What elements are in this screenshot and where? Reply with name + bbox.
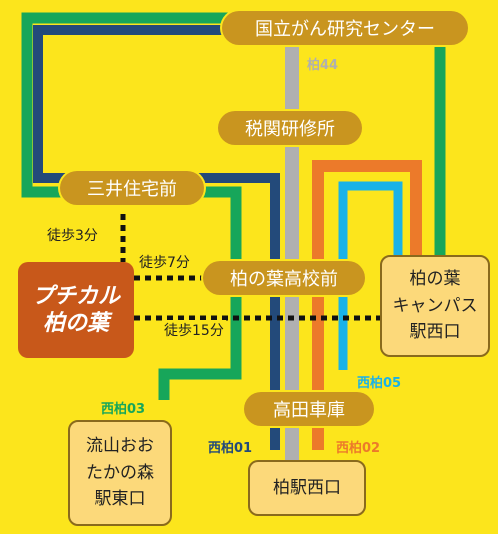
stop-national-cancer-center[interactable]: 国立がん研究センター bbox=[222, 11, 468, 45]
label-route-nishi02: 西柏02 bbox=[336, 441, 381, 456]
puchikaru-kashiwanoha-logo: プチカル 柏の葉 bbox=[18, 262, 134, 358]
terminal-nagareyama-otakanomori[interactable]: 流山おお たかの森 駅東口 bbox=[68, 420, 172, 526]
stop-takada-shako[interactable]: 高田車庫 bbox=[244, 392, 374, 426]
route-nishi02-line bbox=[312, 160, 422, 450]
logo-line2: 柏の葉 bbox=[42, 311, 109, 336]
terminal-otaka-line2: たかの森 bbox=[86, 462, 154, 483]
label-route-nishi05: 西柏05 bbox=[357, 376, 402, 391]
label-walk-3min: 徒歩3分 bbox=[45, 225, 100, 245]
terminal-kashiwanoha-campus[interactable]: 柏の葉 キャンパス 駅西口 bbox=[380, 255, 490, 357]
logo-line1: プチカル bbox=[31, 283, 120, 309]
stop-zeikan-kenshujo[interactable]: 税関研修所 bbox=[218, 111, 362, 145]
terminal-campus-line3: 駅西口 bbox=[409, 322, 461, 343]
label-route-nishi03: 西柏03 bbox=[101, 402, 146, 417]
label-walk-7min: 徒歩7分 bbox=[137, 252, 192, 272]
label-route-nishi01: 西柏01 bbox=[208, 441, 253, 456]
terminal-otaka-line3: 駅東口 bbox=[94, 489, 146, 510]
terminal-campus-line2: キャンパス bbox=[392, 295, 478, 316]
label-walk-15min: 徒歩15分 bbox=[162, 320, 226, 340]
terminal-otaka-line1: 流山おお bbox=[86, 436, 154, 457]
stop-mitsui-jutaku-mae[interactable]: 三井住宅前 bbox=[60, 171, 204, 205]
terminal-campus-line1: 柏の葉 bbox=[409, 269, 461, 290]
label-route-kashiwa44: 柏44 bbox=[307, 58, 339, 73]
terminal-kashiwa-west[interactable]: 柏駅西口 bbox=[248, 460, 366, 516]
stop-kashiwanoha-highschool[interactable]: 柏の葉高校前 bbox=[203, 261, 365, 295]
